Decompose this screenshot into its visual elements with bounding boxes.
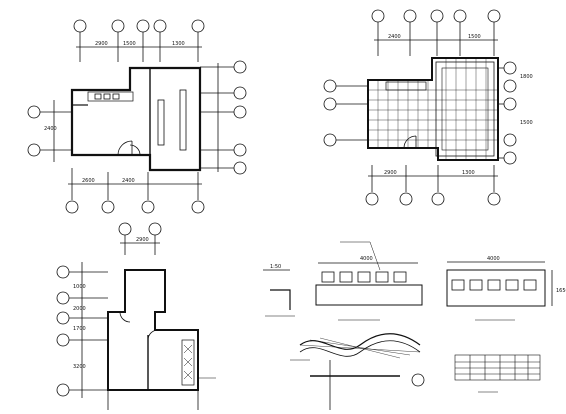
grid-bubble	[141, 200, 155, 214]
fixture-box	[321, 271, 335, 283]
floor-plan-3	[56, 222, 216, 410]
dimension-text: 1300	[172, 41, 185, 47]
dimension-text: 1800	[520, 74, 533, 80]
dimension-text: 2400	[388, 34, 401, 40]
fixture-box	[469, 279, 483, 291]
floor-plan-1	[27, 19, 247, 214]
fixture-marks	[183, 344, 193, 380]
dimension-text: 2400	[122, 178, 135, 184]
scale-text: 1:50	[270, 264, 281, 270]
floor-plan-2	[323, 9, 517, 206]
plan2-exterior-wall	[367, 57, 499, 161]
plan1-exterior-wall	[70, 66, 202, 172]
kitchen-counter	[385, 81, 427, 91]
fixture-box	[523, 279, 537, 291]
dimension-text: 1500	[123, 41, 136, 47]
fixture-box	[487, 279, 501, 291]
grid-bubble	[101, 200, 115, 214]
detail-elevation-1	[315, 241, 423, 321]
grid-bubble	[503, 79, 517, 93]
dimension-text: 1700	[73, 326, 86, 332]
door-swing	[147, 329, 159, 341]
hatch-lines	[299, 337, 421, 359]
appliance-symbol	[103, 93, 111, 100]
detail-elevation-2	[446, 261, 553, 321]
dimension-text: 4000	[487, 256, 500, 262]
grid-bubble	[65, 200, 79, 214]
appliance-symbol	[94, 93, 102, 100]
canopy-profile	[299, 340, 421, 357]
kitchen-counter	[87, 91, 134, 102]
table-frame	[454, 354, 541, 381]
plan3-exterior-wall	[107, 269, 199, 391]
dimension-text: 1000	[73, 284, 86, 290]
plan3-dimension-texts: 2900 1000 2000 1700 3200	[73, 237, 149, 370]
door-swing	[403, 135, 417, 149]
dimension-text: 2900	[95, 41, 108, 47]
elevation-body	[446, 269, 546, 307]
dimension-text: 2600	[82, 178, 95, 184]
roof-outline-inner	[441, 67, 489, 151]
dimension-text: 3200	[73, 364, 86, 370]
elevation-body	[315, 284, 423, 306]
dimension-text: 1300	[462, 170, 475, 176]
grid-bubble	[431, 192, 445, 206]
dimension-text: 4000	[360, 256, 373, 262]
section-profile	[270, 289, 291, 310]
dimension-text: 2900	[136, 237, 149, 243]
fixture-box	[375, 271, 389, 283]
fixture-box	[339, 271, 353, 283]
grid-bubble	[399, 192, 413, 206]
dimension-text: 2400	[44, 126, 57, 132]
door-swing	[117, 140, 133, 156]
fixture-box	[505, 279, 519, 291]
dimension-text: 2900	[384, 170, 397, 176]
detail-side-section	[263, 269, 295, 317]
fixture-box	[357, 271, 371, 283]
counter-symbol	[179, 89, 187, 151]
fixture-box	[451, 279, 465, 291]
dimension-text: 2000	[73, 306, 86, 312]
dimension-text: 1500	[520, 120, 533, 126]
fixture-box	[393, 271, 407, 283]
dimension-text: 1650	[556, 288, 566, 294]
roof-outline	[435, 61, 495, 157]
material-table	[454, 354, 541, 393]
grid-bubble	[365, 192, 379, 206]
section-callout-bubble	[411, 373, 425, 387]
door-swing	[119, 311, 131, 323]
grid-bubble	[503, 133, 517, 147]
leader-line	[369, 241, 381, 271]
dimension-text: 1500	[468, 34, 481, 40]
door-swing	[129, 144, 141, 156]
detail-canopy-section	[290, 333, 425, 410]
grid-bubble	[487, 192, 501, 206]
appliance-symbol	[112, 93, 120, 100]
fixture-column	[181, 339, 195, 386]
plan2-dimension-texts: 2400 1500 2900 1300 1800 1500	[384, 34, 533, 176]
counter-symbol	[157, 99, 165, 146]
plan1-dimension-texts: 2900 1500 1300 2600 2400 2400	[44, 41, 185, 184]
grid-bubble	[191, 200, 205, 214]
